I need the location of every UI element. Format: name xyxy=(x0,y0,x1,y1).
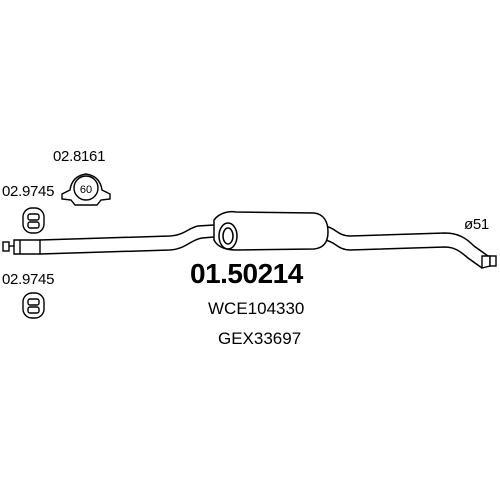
cross-reference-2: GEX33697 xyxy=(218,329,302,348)
upper-hanger-code-label: 02.9745 xyxy=(2,183,55,200)
lower-hanger-code-label: 02.9745 xyxy=(2,271,55,288)
clamp-code-label: 02.8161 xyxy=(53,148,106,165)
exhaust-pipe xyxy=(39,224,489,269)
clamp-icon: 60 xyxy=(61,173,111,206)
part-number: 01.50214 xyxy=(190,258,303,289)
cross-reference-1: WCE104330 xyxy=(208,299,305,318)
pipe-diameter-label: ø51 xyxy=(464,216,489,233)
rubber-hanger-icon xyxy=(22,292,45,319)
rubber-hanger-icon xyxy=(22,207,45,234)
muffler-body xyxy=(213,210,329,251)
outlet-pipe-end xyxy=(481,255,497,269)
clamp-size-label: 60 xyxy=(80,184,92,196)
inlet-pipe-end xyxy=(2,239,41,255)
